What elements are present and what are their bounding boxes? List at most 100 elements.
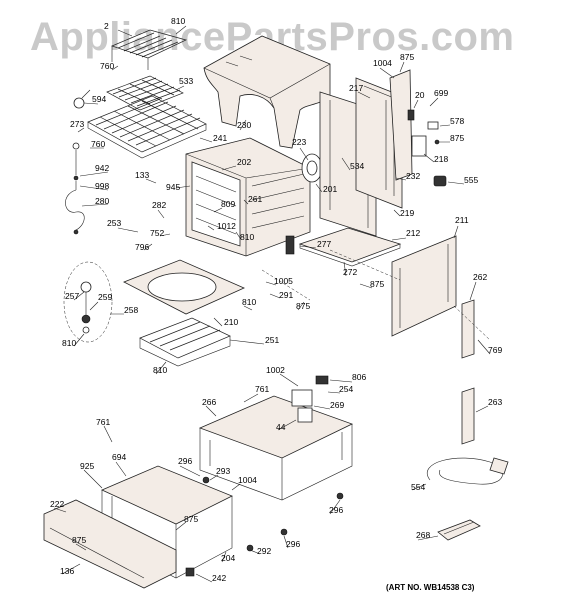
part-label-875: 875 [370, 279, 384, 289]
part-label-925: 925 [80, 461, 94, 471]
part-label-210: 210 [224, 317, 238, 327]
part-label-277: 277 [317, 239, 331, 249]
part-label-810: 810 [153, 365, 167, 375]
part-label-875: 875 [184, 514, 198, 524]
bake-element [139, 317, 231, 367]
part-label-136: 136 [60, 566, 74, 576]
part-label-555: 555 [464, 175, 478, 185]
part-label-942: 942 [95, 163, 109, 173]
part-label-20: 20 [415, 90, 425, 100]
part-label-875: 875 [296, 301, 310, 311]
part-label-1005: 1005 [274, 276, 293, 286]
part-number-labels: 8102760533594273760942998280241230202133… [50, 16, 502, 583]
part-label-259: 259 [98, 292, 112, 302]
terminal-block [433, 175, 447, 187]
part-label-945: 945 [166, 182, 180, 192]
part-label-533: 533 [179, 76, 193, 86]
part-label-219: 219 [400, 208, 414, 218]
part-label-230: 230 [237, 120, 251, 130]
part-label-760: 760 [100, 61, 114, 71]
part-label-262: 262 [473, 272, 487, 282]
part-label-212: 212 [406, 228, 420, 238]
part-label-875: 875 [400, 52, 414, 62]
part-label-296: 296 [178, 456, 192, 466]
oven-bottom-panel [298, 227, 402, 267]
wire-harness-connector [437, 519, 481, 541]
part-label-761: 761 [255, 384, 269, 394]
part-label-292: 292 [257, 546, 271, 556]
part-label-218: 218 [434, 154, 448, 164]
part-label-202: 202 [237, 157, 251, 167]
part-label-293: 293 [216, 466, 230, 476]
part-label-291: 291 [279, 290, 293, 300]
part-label-875: 875 [450, 133, 464, 143]
part-label-810: 810 [62, 338, 76, 348]
part-label-810: 810 [240, 232, 254, 242]
part-label-761: 761 [96, 417, 110, 427]
power-cord [427, 457, 509, 485]
part-label-272: 272 [343, 267, 357, 277]
drawer-feet [185, 476, 344, 577]
oven-bottom-cover [123, 259, 245, 315]
leader-lines [53, 25, 491, 583]
part-label-1004: 1004 [238, 475, 257, 485]
part-label-258: 258 [124, 305, 138, 315]
part-label-282: 282 [152, 200, 166, 210]
part-label-44: 44 [276, 422, 286, 432]
part-label-594: 594 [92, 94, 106, 104]
part-label-261: 261 [248, 194, 262, 204]
part-label-241: 241 [213, 133, 227, 143]
part-label-998: 998 [95, 181, 109, 191]
part-label-257: 257 [65, 291, 79, 301]
part-label-796: 796 [135, 242, 149, 252]
temperature-sensor [65, 89, 91, 235]
part-label-760: 760 [91, 139, 105, 149]
part-label-211: 211 [455, 215, 469, 225]
part-label-554: 554 [411, 482, 425, 492]
part-label-251: 251 [265, 335, 279, 345]
switch-cluster [291, 375, 329, 423]
part-label-217: 217 [349, 83, 363, 93]
part-label-242: 242 [212, 573, 226, 583]
part-label-534: 534 [350, 161, 364, 171]
lower-oven-rack [87, 95, 207, 159]
part-label-204: 204 [221, 553, 235, 563]
part-label-1012: 1012 [217, 221, 236, 231]
warming-drawer [43, 465, 233, 589]
part-label-810: 810 [171, 16, 185, 26]
part-label-269: 269 [330, 400, 344, 410]
part-label-253: 253 [107, 218, 121, 228]
top-shroud [203, 35, 331, 149]
part-label-810: 810 [242, 297, 256, 307]
part-label-273: 273 [70, 119, 84, 129]
part-label-201: 201 [323, 184, 337, 194]
part-label-133: 133 [135, 170, 149, 180]
part-label-578: 578 [450, 116, 464, 126]
art-number: (ART NO. WB14538 C3) [386, 583, 475, 592]
part-label-222: 222 [50, 499, 64, 509]
part-label-263: 263 [488, 397, 502, 407]
part-label-699: 699 [434, 88, 448, 98]
part-label-752: 752 [150, 228, 164, 238]
oven-cavity [185, 137, 311, 257]
broil-element [111, 29, 187, 70]
part-label-1004: 1004 [373, 58, 392, 68]
part-label-809: 809 [221, 199, 235, 209]
upper-oven-rack [106, 75, 184, 111]
part-label-769: 769 [488, 345, 502, 355]
bake-element-terminal [63, 261, 113, 343]
part-label-266: 266 [202, 397, 216, 407]
part-label-1002: 1002 [266, 365, 285, 375]
part-label-232: 232 [406, 171, 420, 181]
rear-panel [319, 77, 403, 237]
part-label-806: 806 [352, 372, 366, 382]
part-label-694: 694 [112, 452, 126, 462]
drawer-support-frame [198, 395, 354, 501]
vertical-trim [461, 299, 475, 445]
part-label-280: 280 [95, 196, 109, 206]
right-bracket [389, 69, 440, 181]
part-label-254: 254 [339, 384, 353, 394]
side-panel [391, 235, 457, 337]
part-label-268: 268 [416, 530, 430, 540]
part-label-223: 223 [292, 137, 306, 147]
